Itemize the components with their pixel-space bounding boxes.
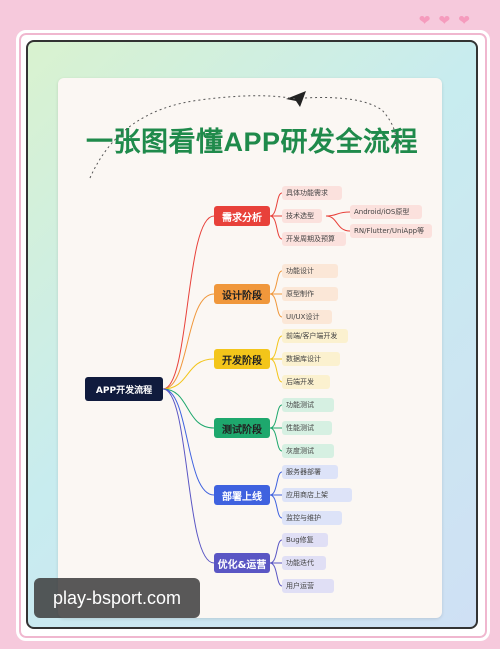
sub-leaf-node: Android/iOS原型 (350, 205, 422, 219)
root-node: APP开发流程 (85, 377, 163, 401)
leaf-node: 功能测试 (282, 398, 334, 412)
leaf-node: 开发周期及预算 (282, 232, 346, 246)
paper-plane-icon (286, 91, 306, 107)
leaf-node: 应用商店上架 (282, 488, 352, 502)
leaf-node: 功能迭代 (282, 556, 326, 570)
stage-node: 设计阶段 (214, 284, 270, 304)
stage-node: 开发阶段 (214, 349, 270, 369)
leaf-node: 性能测试 (282, 421, 332, 435)
leaf-node: 原型制作 (282, 287, 338, 301)
leaf-node: 服务器部署 (282, 465, 338, 479)
leaf-node: Bug修复 (282, 533, 328, 547)
heart-icon: ❤ (418, 13, 431, 29)
hearts-decoration: ❤ ❤ ❤ (419, 14, 470, 28)
stage-node: 优化&运营 (214, 553, 270, 573)
heart-icon: ❤ (438, 13, 451, 29)
stage-node: 需求分析 (214, 206, 270, 226)
stage-node: 测试阶段 (214, 418, 270, 438)
stage-node: 部署上线 (214, 485, 270, 505)
page-title: 一张图看懂APP研发全流程 (85, 127, 419, 157)
leaf-node: 具体功能需求 (282, 186, 342, 200)
leaf-node: 用户运营 (282, 579, 334, 593)
watermark: play-bsport.com (34, 578, 200, 618)
leaf-node: UI/UX设计 (282, 310, 332, 324)
leaf-node: 灰度测试 (282, 444, 334, 458)
heart-icon: ❤ (458, 13, 470, 29)
leaf-node: 后端开发 (282, 375, 330, 389)
leaf-node: 技术选型 (282, 209, 322, 223)
leaf-node: 前端/客户端开发 (282, 329, 348, 343)
leaf-node: 功能设计 (282, 264, 338, 278)
mindmap-card (58, 78, 442, 618)
leaf-node: 监控与维护 (282, 511, 342, 525)
leaf-node: 数据库设计 (282, 352, 340, 366)
sub-leaf-node: RN/Flutter/UniApp等 (350, 224, 432, 238)
